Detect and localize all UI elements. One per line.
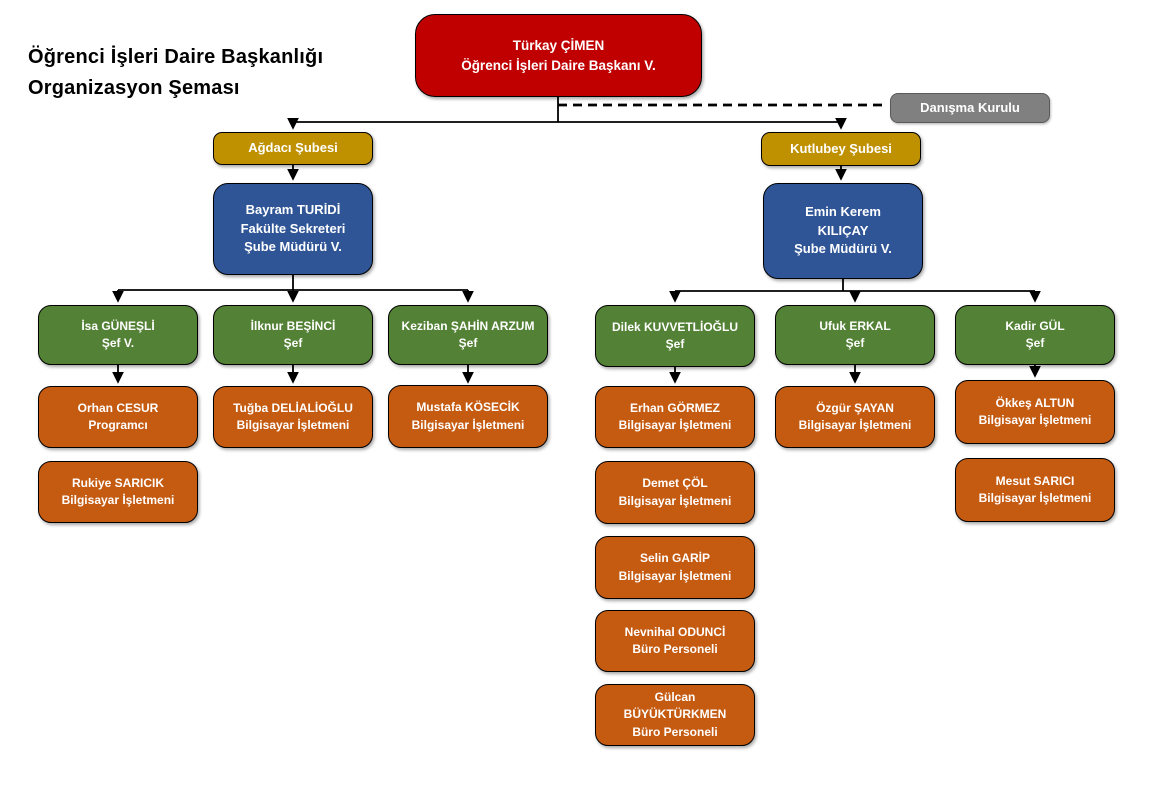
person-name: Rukiye SARICIK xyxy=(71,475,165,490)
person-role: Programcı xyxy=(88,418,148,432)
node-label: Kutlubey Şubesi xyxy=(790,140,892,156)
person-role: Bilgisayar İşletmeni xyxy=(61,493,175,507)
person-role: Büro Personeli xyxy=(632,642,718,656)
org-node-kutlubey-branch: Kutlubey Şubesi xyxy=(761,132,921,166)
person-name: Demet ÇÖL xyxy=(642,476,708,491)
person-name: Dilek KUVVETLİOĞLU xyxy=(611,319,739,334)
person-name: Türkay ÇİMEN xyxy=(512,37,605,53)
person-name: İlknur BEŞİNCİ xyxy=(250,318,336,333)
org-node-chief-ufuk-erkal: Ufuk ERKAL Şef xyxy=(775,305,935,365)
person-role: Şef V. xyxy=(101,336,135,350)
person-name: Emin Kerem KILIÇAY xyxy=(805,203,881,238)
node-label: Ağdacı Şubesi xyxy=(248,140,338,156)
person-name: Özgür ŞAYAN xyxy=(816,400,894,415)
person-role: Bilgisayar İşletmeni xyxy=(411,417,525,432)
org-node-chief-keziban-sahin-arzum: Keziban ŞAHİN ARZUM Şef xyxy=(388,305,548,365)
person-name: Nevnihal ODUNCİ xyxy=(624,624,726,639)
person-role: Bilgisayar İşletmeni xyxy=(236,418,350,432)
org-node-director: Türkay ÇİMEN Öğrenci İşleri Daire Başkan… xyxy=(415,14,702,97)
org-node-staff-okkes-altun: Ökkeş ALTUN Bilgisayar İşletmeni xyxy=(955,380,1115,444)
org-node-staff-selin-garip: Selin GARİP Bilgisayar İşletmeni xyxy=(595,536,755,599)
person-name: Ufuk ERKAL xyxy=(819,318,891,333)
org-node-advisory-board: Danışma Kurulu xyxy=(890,93,1050,123)
person-name: Kadir GÜL xyxy=(1005,318,1065,333)
org-node-chief-dilek-kuvvetlioglu: Dilek KUVVETLİOĞLU Şef xyxy=(595,305,755,367)
chart-title: Öğrenci İşleri Daire Başkanlığı Organiza… xyxy=(28,46,324,99)
person-role: Şef xyxy=(665,337,685,351)
org-node-manager-bayram-turidi: Bayram TURİDİ Fakülte Sekreteri Şube Müd… xyxy=(213,183,373,275)
org-node-staff-gulcan-buyukturkmen: Gülcan BÜYÜKTÜRKMEN Büro Personeli xyxy=(595,684,755,746)
person-role: Öğrenci İşleri Daire Başkanı V. xyxy=(461,57,656,73)
person-role: Bilgisayar İşletmeni xyxy=(978,491,1092,505)
person-role: Şef xyxy=(845,336,865,350)
person-name: Mesut SARICI xyxy=(995,473,1075,488)
org-node-manager-emin-kerem-kilicay: Emin Kerem KILIÇAY Şube Müdürü V. xyxy=(763,183,923,279)
person-name: Gülcan BÜYÜKTÜRKMEN xyxy=(623,689,727,722)
org-node-staff-ozgur-sayan: Özgür ŞAYAN Bilgisayar İşletmeni xyxy=(775,386,935,448)
org-node-agdaci-branch: Ağdacı Şubesi xyxy=(213,132,373,165)
org-node-chief-isa-gunesli: İsa GÜNEŞLİ Şef V. xyxy=(38,305,198,365)
person-role: Bilgisayar İşletmeni xyxy=(978,413,1092,427)
person-role: Fakülte Sekreteri Şube Müdürü V. xyxy=(240,220,346,255)
org-node-staff-orhan-cesur: Orhan CESUR Programcı xyxy=(38,386,198,448)
person-name: Orhan CESUR xyxy=(77,400,159,415)
org-node-staff-tugba-delialioglu: Tuğba DELİALİOĞLU Bilgisayar İşletmeni xyxy=(213,386,373,448)
person-role: Bilgisayar İşletmeni xyxy=(618,493,732,508)
org-node-staff-demet-col: Demet ÇÖL Bilgisayar İşletmeni xyxy=(595,461,755,524)
person-name: Bayram TURİDİ xyxy=(245,201,341,217)
person-name: Tuğba DELİALİOĞLU xyxy=(233,400,353,415)
person-role: Bilgisayar İşletmeni xyxy=(618,568,732,583)
person-role: Şef xyxy=(1025,336,1045,350)
org-node-staff-nevnihal-odunci: Nevnihal ODUNCİ Büro Personeli xyxy=(595,610,755,672)
org-node-staff-mesut-sarici: Mesut SARICI Bilgisayar İşletmeni xyxy=(955,458,1115,522)
org-node-chief-ilknur-besinci: İlknur BEŞİNCİ Şef xyxy=(213,305,373,365)
person-role: Büro Personeli xyxy=(632,724,718,739)
org-node-staff-mustafa-kosecik: Mustafa KÖSECİK Bilgisayar İşletmeni xyxy=(388,385,548,448)
person-name: Erhan GÖRMEZ xyxy=(629,400,720,415)
org-node-chief-kadir-gul: Kadir GÜL Şef xyxy=(955,305,1115,365)
person-role: Bilgisayar İşletmeni xyxy=(618,418,732,432)
node-label: Danışma Kurulu xyxy=(920,99,1020,115)
person-name: Ökkeş ALTUN xyxy=(995,395,1075,410)
person-name: İsa GÜNEŞLİ xyxy=(81,318,155,333)
org-node-staff-erhan-gormez: Erhan GÖRMEZ Bilgisayar İşletmeni xyxy=(595,386,755,448)
person-role: Bilgisayar İşletmeni xyxy=(798,418,912,432)
person-name: Selin GARİP xyxy=(639,551,710,566)
person-role: Şube Müdürü V. xyxy=(794,241,892,257)
person-name: Mustafa KÖSECİK xyxy=(416,400,520,415)
person-role: Şef xyxy=(458,336,478,350)
org-node-staff-rukiye-saricik: Rukiye SARICIK Bilgisayar İşletmeni xyxy=(38,461,198,523)
person-role: Şef xyxy=(283,336,303,350)
person-name: Keziban ŞAHİN ARZUM xyxy=(401,318,535,333)
